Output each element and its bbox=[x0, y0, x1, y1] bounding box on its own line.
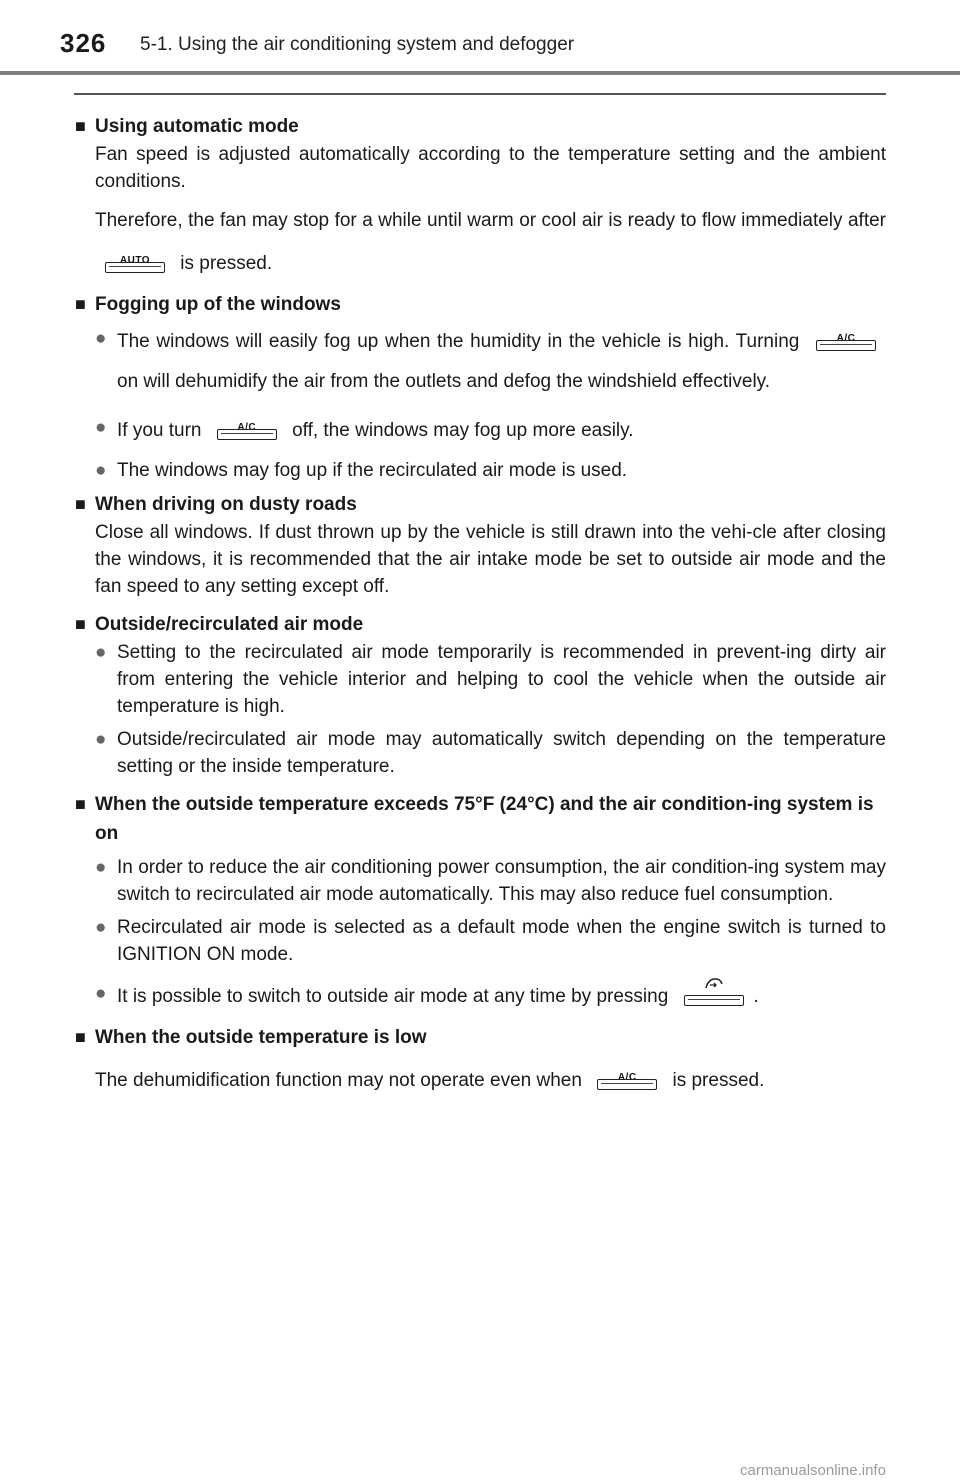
auto-mode-para-2: Therefore, the fan may stop for a while … bbox=[95, 201, 886, 284]
header-rule bbox=[0, 71, 960, 75]
bullet-dot-icon: ● bbox=[95, 460, 107, 481]
heading-fogging: ■ Fogging up of the windows bbox=[75, 290, 886, 319]
ac-button-icon: A/C bbox=[213, 408, 281, 442]
heading-text: When the outside temperature exceeds 75°… bbox=[95, 794, 874, 844]
fogging-bullet-3: ● The windows may fog up if the recircul… bbox=[95, 457, 886, 484]
heading-recirculated: ■ Outside/recirculated air mode bbox=[75, 610, 886, 639]
page-number: 326 bbox=[60, 28, 107, 58]
key-label: A/C bbox=[237, 422, 257, 433]
heading-text: Fogging up of the windows bbox=[95, 294, 341, 315]
fogging-bullet-2: ● If you turn A/C off, the windows may f… bbox=[95, 408, 886, 451]
watermark: carmanualsonline.info bbox=[740, 1462, 886, 1479]
key-bar bbox=[816, 340, 876, 351]
heading-text: When driving on dusty roads bbox=[95, 494, 357, 515]
bullet-text: Setting to the recirculated air mode tem… bbox=[117, 642, 886, 717]
bullet-text-part: on will dehumidify the air from the outl… bbox=[117, 371, 771, 392]
bullet-dot-icon: ● bbox=[95, 857, 107, 878]
heading-square-icon: ■ bbox=[75, 614, 86, 634]
heading-text: When the outside temperature is low bbox=[95, 1027, 427, 1048]
heading-text: Outside/recirculated air mode bbox=[95, 614, 364, 635]
section-title: 5-1. Using the air conditioning system a… bbox=[140, 34, 575, 55]
heading-text: Using automatic mode bbox=[95, 116, 299, 137]
para-text: is pressed. bbox=[180, 253, 273, 274]
para-text: The dehumidification function may not op… bbox=[95, 1070, 582, 1091]
bullet-dot-icon: ● bbox=[95, 917, 107, 938]
bullet-text: Outside/recirculated air mode may automa… bbox=[117, 729, 886, 777]
bullet-text-part: off, the windows may fog up more easily. bbox=[292, 420, 634, 441]
car-air-intake-icon bbox=[704, 978, 723, 989]
bullet-dot-icon: ● bbox=[95, 417, 107, 438]
hot-bullet-1: ● In order to reduce the air conditionin… bbox=[95, 854, 886, 908]
content-divider bbox=[74, 93, 886, 95]
para-text: Therefore, the fan may stop for a while … bbox=[95, 210, 886, 231]
auto-mode-para-1: Fan speed is adjusted automatically acco… bbox=[95, 144, 886, 192]
hot-bullet-3: ● It is possible to switch to outside ai… bbox=[95, 974, 886, 1017]
key-bar bbox=[105, 262, 165, 273]
heading-square-icon: ■ bbox=[75, 494, 86, 514]
heading-high-temperature: ■ When the outside temperature exceeds 7… bbox=[75, 790, 886, 848]
heading-auto-mode: ■ Using automatic mode bbox=[75, 112, 886, 141]
bullet-dot-icon: ● bbox=[95, 729, 107, 750]
ac-button-icon: A/C bbox=[593, 1058, 661, 1092]
bullet-text: If you turn A/C off, the windows may fog… bbox=[117, 408, 886, 451]
key-bar bbox=[683, 995, 744, 1006]
hot-bullet-2: ● Recirculated air mode is selected as a… bbox=[95, 914, 886, 968]
bullet-text: The windows may fog up if the recirculat… bbox=[117, 460, 628, 481]
bullet-text-part: It is possible to switch to outside air … bbox=[117, 986, 669, 1007]
page-content: ■ Using automatic mode Fan speed is adju… bbox=[75, 112, 886, 1101]
recirc-bullet-2: ● Outside/recirculated air mode may auto… bbox=[95, 726, 886, 780]
bullet-dot-icon: ● bbox=[95, 328, 107, 349]
bullet-text-part: If you turn bbox=[117, 420, 202, 441]
heading-square-icon: ■ bbox=[75, 294, 86, 314]
heading-low-temperature: ■ When the outside temperature is low bbox=[75, 1023, 886, 1052]
bullet-text-part: . bbox=[753, 986, 759, 1007]
heading-square-icon: ■ bbox=[75, 1027, 86, 1047]
bullet-text-part: The windows will easily fog up when the … bbox=[117, 331, 800, 352]
key-label: A/C bbox=[617, 1072, 637, 1083]
bullet-dot-icon: ● bbox=[95, 642, 107, 663]
key-bar bbox=[597, 1079, 658, 1090]
ac-button-icon: A/C bbox=[812, 319, 880, 353]
bullet-text: The windows will easily fog up when the … bbox=[117, 319, 886, 402]
key-label: A/C bbox=[836, 333, 856, 344]
bullet-dot-icon: ● bbox=[95, 983, 107, 1004]
bullet-text: In order to reduce the air conditioning … bbox=[117, 857, 886, 905]
dusty-roads-para: Close all windows. If dust thrown up by … bbox=[95, 522, 886, 597]
key-bar bbox=[216, 429, 277, 440]
heading-square-icon: ■ bbox=[75, 116, 86, 136]
para-text: is pressed. bbox=[672, 1070, 765, 1091]
auto-button-icon: AUTO bbox=[101, 241, 169, 275]
fogging-bullet-1: ● The windows will easily fog up when th… bbox=[95, 319, 886, 402]
bullet-text: Recirculated air mode is selected as a d… bbox=[117, 917, 886, 965]
low-temperature-para: The dehumidification function may not op… bbox=[95, 1058, 886, 1101]
page-header: 326 5-1. Using the air conditioning syst… bbox=[0, 0, 960, 80]
outside-air-button-icon bbox=[680, 974, 748, 1008]
bullet-text: It is possible to switch to outside air … bbox=[117, 974, 886, 1017]
key-label: AUTO bbox=[119, 255, 151, 266]
heading-square-icon: ■ bbox=[75, 794, 86, 814]
heading-dusty-roads: ■ When driving on dusty roads bbox=[75, 490, 886, 519]
recirc-bullet-1: ● Setting to the recirculated air mode t… bbox=[95, 639, 886, 720]
